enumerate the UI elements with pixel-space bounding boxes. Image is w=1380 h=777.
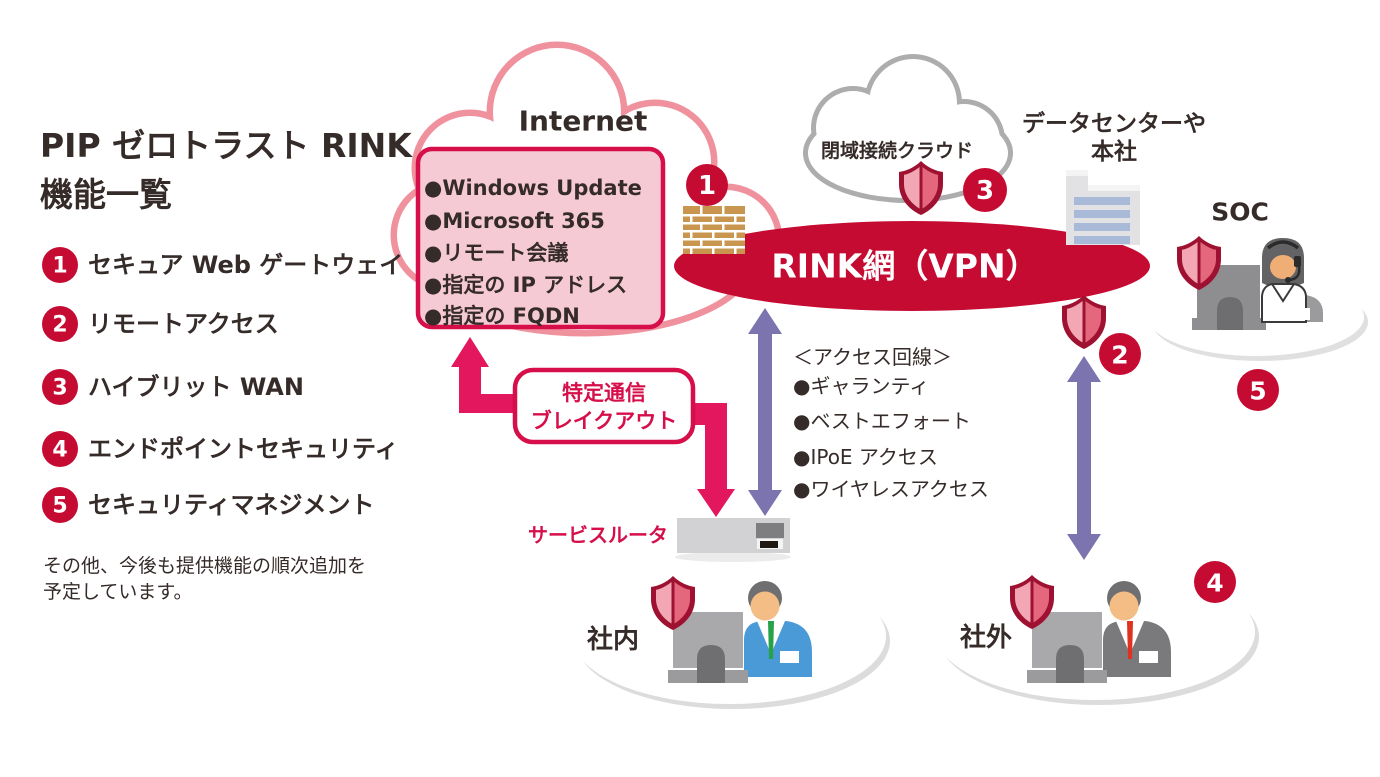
- allowlist-item: ●リモート会議: [424, 241, 568, 265]
- feature-item-4: 4 エンドポイントセキュリティ: [42, 431, 399, 467]
- allowlist-item: ●指定の FQDN: [424, 304, 580, 328]
- feature-3-number: 3: [52, 376, 67, 401]
- closed-cloud-label: 閉域接続クラウド: [821, 139, 973, 162]
- breakout-label-line2: ブレイクアウト: [531, 409, 678, 433]
- service-router-label: サービスルータ: [528, 523, 668, 547]
- access-line-arrow-internal: [748, 308, 782, 516]
- access-line-item: ●IPoE アクセス: [793, 445, 938, 469]
- firewall-icon: [683, 206, 745, 254]
- breakout-label-line1: 特定通信: [562, 381, 646, 405]
- closed-cloud-icon: [803, 54, 1013, 203]
- feature-1-number: 1: [52, 254, 67, 279]
- badge-2-number: 2: [1111, 341, 1128, 370]
- feature-item-2: 2 リモートアクセス: [42, 306, 279, 342]
- breakout-box: [512, 367, 696, 445]
- feature-list: 1 セキュア Web ゲートウェイ 2 リモートアクセス 3 ハイブリット WA…: [42, 247, 403, 523]
- feature-item-5: 5 セキュリティマネジメント: [42, 487, 375, 523]
- service-router-icon: [675, 518, 791, 562]
- footnote-line1: その他、今後も提供機能の順次追加を: [43, 555, 366, 577]
- feature-2-label: リモートアクセス: [88, 310, 279, 338]
- breakout-arrow-to-router: [691, 403, 735, 517]
- page-title-line1: PIP ゼロトラスト RINK: [40, 126, 413, 165]
- badge-2: 2: [1099, 333, 1141, 375]
- access-line-item: ●ベストエフォート: [793, 409, 971, 433]
- feature-item-3: 3 ハイブリット WAN: [42, 369, 304, 405]
- allowlist-item: ●指定の IP アドレス: [424, 273, 627, 297]
- feature-item-1: 1 セキュア Web ゲートウェイ: [42, 247, 403, 283]
- badge-1-number: 1: [698, 171, 716, 201]
- allowlist-item: ●Windows Update: [424, 176, 642, 200]
- badge-4-number: 4: [1206, 569, 1223, 598]
- access-lines-title: ＜アクセス回線＞: [793, 345, 952, 369]
- badge-3: 3: [963, 168, 1007, 212]
- feature-2-number: 2: [52, 313, 67, 338]
- badge-3-number: 3: [976, 176, 994, 206]
- access-line-arrow-external: [1067, 356, 1101, 560]
- shield-icon-remote-access: [1062, 295, 1106, 349]
- soc-label: SOC: [1211, 198, 1269, 227]
- datacenter-label-line2: 本社: [1091, 138, 1137, 165]
- rink-vpn-label: RINK網（VPN）: [771, 247, 1038, 286]
- access-line-item: ●ギャランティ: [793, 374, 929, 398]
- feature-4-label: エンドポイントセキュリティ: [88, 435, 399, 463]
- internet-allowlist: ●Windows Update ●Microsoft 365 ●リモート会議 ●…: [424, 176, 642, 328]
- access-lines-list: ＜アクセス回線＞ ●ギャランティ ●ベストエフォート ●IPoE アクセス ●ワ…: [793, 345, 989, 501]
- footnote-line2: 予定しています。: [43, 581, 193, 603]
- breakout-arrow-to-internet: [451, 337, 516, 413]
- internet-label: Internet: [519, 105, 648, 138]
- feature-3-label: ハイブリット WAN: [88, 373, 304, 401]
- rink-vpn-ellipse: [674, 221, 1150, 311]
- feature-5-number: 5: [52, 494, 67, 519]
- feature-4-number: 4: [52, 438, 67, 463]
- document-icon: [1066, 170, 1140, 245]
- internal-label: 社内: [587, 624, 639, 655]
- external-label: 社外: [960, 622, 1012, 653]
- feature-5-label: セキュリティマネジメント: [88, 491, 375, 519]
- page-title-line2: 機能一覧: [40, 175, 172, 214]
- badge-5: 5: [1237, 369, 1279, 411]
- internet-allowlist-box: [415, 146, 666, 330]
- access-line-item: ●ワイヤレスアクセス: [793, 477, 989, 501]
- badge-4: 4: [1194, 561, 1236, 603]
- badge-1: 1: [686, 164, 728, 206]
- feature-1-label: セキュア Web ゲートウェイ: [88, 251, 403, 279]
- badge-5-number: 5: [1249, 377, 1266, 406]
- allowlist-item: ●Microsoft 365: [424, 209, 605, 233]
- datacenter-label-line1: データセンターや: [1022, 110, 1206, 137]
